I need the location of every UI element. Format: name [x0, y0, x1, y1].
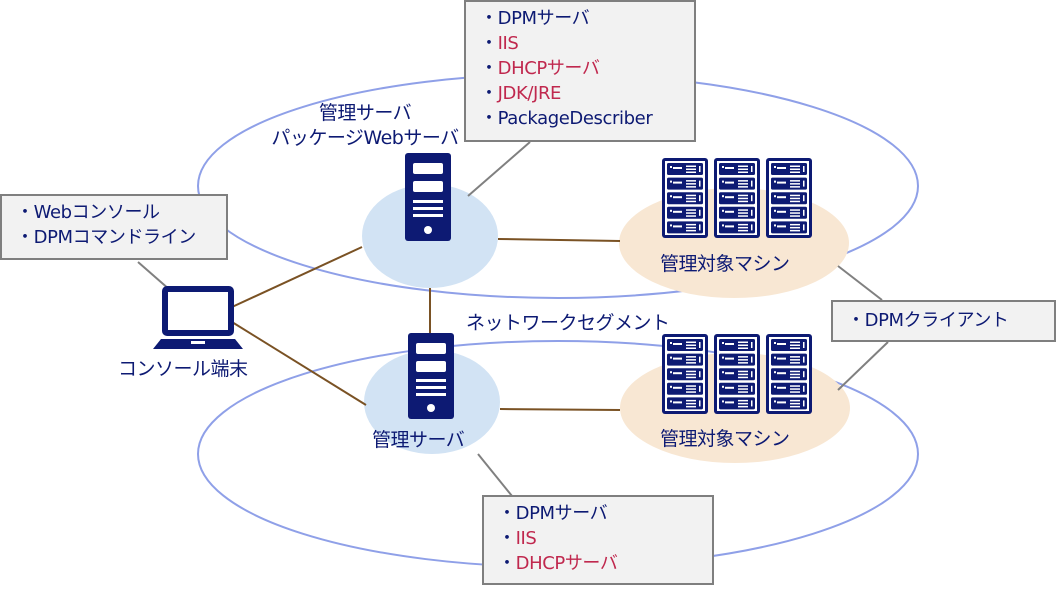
- top-server-label-line2: パッケージWebサーバ: [271, 127, 459, 149]
- server-rack-icon: [714, 158, 760, 238]
- server-rack-icon: [662, 334, 708, 414]
- rack-unit: [771, 339, 807, 351]
- callout-line-bottom-server: [477, 453, 513, 497]
- callout-client: DPMクライアント: [831, 300, 1056, 342]
- rack-unit: [771, 368, 807, 381]
- callout-connectors: [137, 141, 889, 497]
- rack-unit: [667, 221, 703, 234]
- rack-unit: [771, 353, 807, 366]
- rack-unit: [719, 221, 755, 234]
- callout-item: DPMサーバ: [498, 501, 702, 526]
- rack-unit: [771, 163, 807, 175]
- network-segment-label: ネットワークセグメント: [466, 312, 670, 334]
- callout-line-console: [137, 261, 171, 291]
- callout-item: IIS: [480, 31, 684, 56]
- rack-unit: [719, 163, 755, 175]
- rack-unit: [719, 353, 755, 366]
- console-terminal-label: コンソール端末: [118, 358, 248, 380]
- callout-item: PackageDescriber: [480, 106, 684, 131]
- callout-item: DHCPサーバ: [480, 56, 684, 81]
- rack-unit: [667, 382, 703, 395]
- managed-machines-label-top: 管理対象マシン: [660, 253, 790, 275]
- top-server-label-line1: 管理サーバ: [318, 102, 412, 124]
- server-rack-group-bottom: [662, 334, 812, 414]
- server-rack-icon: [662, 158, 708, 238]
- server-rack-icon: [766, 158, 812, 238]
- rack-unit: [667, 206, 703, 219]
- rack-unit: [719, 382, 755, 395]
- rack-unit: [667, 353, 703, 366]
- rack-unit: [667, 192, 703, 205]
- rack-unit: [719, 206, 755, 219]
- callout-line-top-server: [467, 141, 531, 197]
- callout-item: DHCPサーバ: [498, 551, 702, 576]
- tower-server-icon: [408, 333, 454, 419]
- rack-unit: [667, 339, 703, 351]
- rack-unit: [667, 397, 703, 410]
- rack-unit: [719, 177, 755, 190]
- rack-unit: [771, 177, 807, 190]
- network-links: [231, 238, 621, 411]
- link-top-server-top-machines: [497, 238, 621, 242]
- callout-top-server: DPMサーバ IIS DHCPサーバ JDK/JRE PackageDescri…: [464, 0, 696, 142]
- callout-line-client-bottom: [837, 341, 889, 391]
- tower-server-icon: [405, 153, 451, 241]
- callout-item: IIS: [498, 526, 702, 551]
- rack-unit: [719, 339, 755, 351]
- rack-unit: [719, 397, 755, 410]
- top-server-label: 管理サーバ パッケージWebサーバ: [270, 101, 460, 151]
- rack-unit: [719, 368, 755, 381]
- server-rack-icon: [766, 334, 812, 414]
- laptop-icon: [153, 286, 243, 349]
- rack-unit: [771, 397, 807, 410]
- callout-bottom-server: DPMサーバ IIS DHCPサーバ: [482, 495, 714, 585]
- rack-unit: [771, 382, 807, 395]
- rack-unit: [667, 177, 703, 190]
- server-rack-group-top: [662, 158, 812, 238]
- rack-unit: [771, 206, 807, 219]
- rack-unit: [667, 163, 703, 175]
- callout-item: DPMサーバ: [480, 6, 684, 31]
- callout-item: Webコンソール: [16, 200, 216, 225]
- callout-console: Webコンソール DPMコマンドライン: [0, 194, 228, 260]
- link-bottom-server-bottom-machines: [499, 408, 621, 411]
- callout-item: JDK/JRE: [480, 81, 684, 106]
- callout-line-client-top: [837, 265, 883, 301]
- server-rack-icon: [714, 334, 760, 414]
- callout-item: DPMクライアント: [847, 308, 1044, 333]
- link-console-top-server: [231, 246, 363, 308]
- callout-item: DPMコマンドライン: [16, 225, 216, 250]
- rack-unit: [771, 192, 807, 205]
- link-console-bottom-server: [231, 321, 367, 406]
- rack-unit: [667, 368, 703, 381]
- rack-unit: [719, 192, 755, 205]
- managed-machines-label-bottom: 管理対象マシン: [660, 428, 790, 450]
- bottom-server-label: 管理サーバ: [372, 429, 465, 451]
- rack-unit: [771, 221, 807, 234]
